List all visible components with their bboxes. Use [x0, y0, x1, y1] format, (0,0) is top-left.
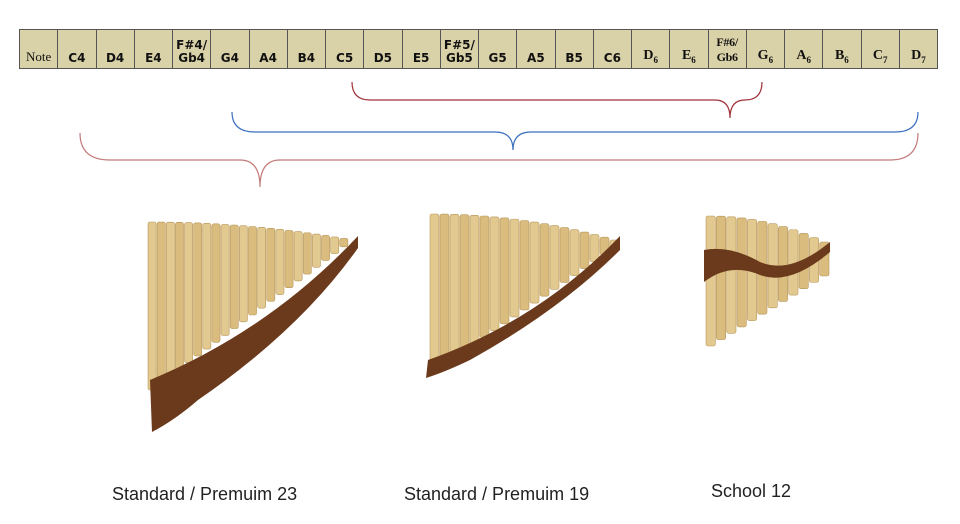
pipe: [339, 238, 349, 248]
note-cell: C6: [592, 29, 633, 69]
note-cell: D7: [898, 29, 939, 69]
note-cell: G5: [477, 29, 518, 69]
pipe: [726, 216, 737, 334]
pipe: [184, 222, 193, 364]
pipe: [559, 227, 570, 283]
pipe: [549, 225, 560, 290]
pipe: [211, 223, 221, 343]
note-sharp: F#4/: [176, 38, 208, 52]
pipe: [489, 216, 500, 331]
note-cell: E6: [669, 29, 709, 69]
pipe: [220, 224, 230, 336]
note-cell: B6: [822, 29, 862, 69]
note-cell: C7: [860, 29, 900, 69]
pipe: [539, 223, 550, 297]
pipe: [266, 227, 276, 302]
pipe: [705, 215, 716, 347]
note-cell: C5: [324, 29, 365, 69]
pipe: [202, 223, 212, 350]
range-brace-19: [231, 111, 919, 151]
pan-flute-19: [426, 213, 620, 378]
pipe: [156, 221, 166, 384]
note-cell: F#4/Gb4: [171, 29, 212, 69]
pipe: [429, 213, 440, 373]
wooden-band: [426, 236, 620, 378]
pipe: [439, 213, 450, 366]
pipe: [330, 236, 340, 254]
note-cell: A4: [248, 29, 288, 69]
note-cell: E4: [133, 29, 174, 69]
note-flat: Gb6: [716, 50, 738, 64]
pipe: [589, 234, 600, 263]
note-cell: A5: [516, 29, 556, 69]
note-cell: B4: [286, 29, 327, 69]
note-cell: E5: [401, 29, 441, 69]
note-cell: F#5/Gb5: [439, 29, 480, 69]
note-sharp: F#5/: [443, 38, 475, 52]
wooden-band: [704, 242, 830, 282]
pipe: [193, 222, 203, 357]
pipe: [479, 215, 490, 338]
pipe: [469, 214, 480, 345]
flute-label-19: Standard / Premuim 19: [404, 484, 590, 504]
note-cell: B5: [554, 29, 594, 69]
range-brace-23: [79, 132, 919, 188]
pipe: [736, 217, 747, 328]
note-cell: A6: [783, 29, 824, 69]
pipe: [229, 224, 239, 329]
pipe: [449, 214, 460, 359]
pipe: [509, 218, 520, 318]
note-cell: F#6/Gb6: [707, 29, 747, 69]
note-cell: C4: [57, 29, 97, 69]
note-cell: G6: [745, 29, 786, 69]
note-flat: Gb4: [178, 51, 206, 65]
pipe: [175, 222, 184, 370]
note-cell: G4: [210, 29, 250, 69]
note-header: Note: [18, 29, 59, 69]
pipe: [321, 235, 330, 261]
pipe: [499, 217, 510, 325]
pan-flute-12: [704, 215, 830, 347]
range-brace-school-12: [351, 81, 763, 119]
pipe: [459, 214, 470, 352]
pipe: [579, 231, 590, 269]
pipe: [275, 228, 285, 295]
pipe: [778, 226, 788, 302]
note-cell: D4: [95, 29, 135, 69]
pipe: [257, 227, 266, 309]
note-flat: Gb5: [445, 51, 473, 65]
pipe: [529, 221, 540, 304]
pipe: [147, 221, 157, 391]
pipe: [248, 226, 257, 316]
pipe: [302, 232, 312, 275]
pipe: [284, 230, 294, 289]
flute-label-12: School 12: [711, 481, 792, 501]
pipe: [239, 225, 248, 323]
pipe: [165, 221, 175, 377]
flute-label-23: Standard / Premuim 23: [112, 484, 298, 504]
note-cell: D5: [363, 29, 403, 69]
pan-flute-23: [147, 221, 358, 432]
pipe: [716, 215, 726, 340]
note-sharp: F#6/: [716, 35, 738, 49]
wooden-band: [150, 236, 358, 432]
pipe: [293, 231, 303, 282]
pipe: [312, 233, 321, 268]
pipe: [569, 229, 580, 276]
pipe: [519, 220, 530, 311]
